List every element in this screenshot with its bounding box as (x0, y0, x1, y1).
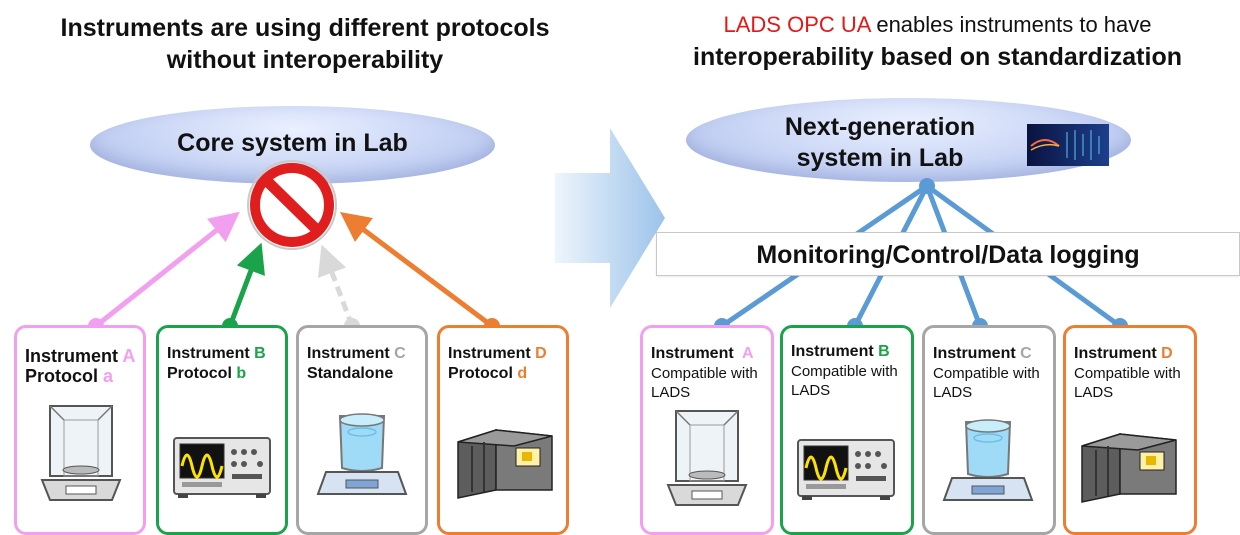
oscilloscope-icon (797, 439, 895, 500)
left-card-a-title: Instrument A (25, 346, 136, 366)
right-heading-line1: LADS OPC UA enables instruments to have (723, 12, 1152, 37)
benchtop-analyzer-icon (1081, 432, 1177, 503)
prohibited-icon (247, 160, 337, 250)
right-card-d-title: Instrument D (1074, 345, 1173, 362)
arrow-instrument-d (340, 212, 500, 334)
next-gen-line2: system in Lab (796, 144, 964, 172)
monitoring-control-banner: Monitoring/Control/Data logging (656, 232, 1240, 276)
right-card-c-title: Instrument C (933, 345, 1032, 362)
ai-circuit-thumbnail-icon (1027, 124, 1109, 166)
right-card-instrument-b: Instrument B Compatible with LADS (780, 325, 914, 535)
left-card-c-protocol: Standalone (307, 365, 394, 382)
left-card-c-title: Instrument C (307, 345, 406, 362)
right-card-b-title: Instrument B (791, 343, 890, 360)
arrow-instrument-c (317, 244, 360, 334)
right-heading: LADS OPC UA enables instruments to have … (635, 10, 1240, 74)
right-card-a-compat: Compatible with LADS (651, 365, 758, 401)
big-right-arrow-icon (555, 128, 665, 308)
arrow-instrument-a (88, 211, 240, 334)
right-card-a-title: Instrument A (651, 345, 754, 362)
magnetic-stirrer-beaker-icon (942, 419, 1034, 501)
left-card-b-protocol: Protocol b (167, 365, 247, 382)
left-card-a-protocol: Protocol a (25, 366, 114, 386)
left-card-b-title: Instrument B (167, 345, 266, 362)
right-card-b-compat: Compatible with LADS (791, 363, 898, 399)
right-card-c-compat: Compatible with LADS (933, 365, 1040, 401)
left-card-instrument-b: Instrument B Protocol b (156, 325, 288, 535)
magnetic-stirrer-beaker-icon (316, 413, 408, 495)
core-system-label: Core system in Lab (177, 129, 408, 157)
left-heading: Instruments are using different protocol… (0, 12, 610, 76)
next-gen-line1: Next-generation (784, 113, 976, 141)
oscilloscope-icon (173, 437, 271, 498)
left-card-d-title: Instrument D (448, 345, 547, 362)
right-card-d-compat: Compatible with LADS (1074, 365, 1181, 401)
hub-node (919, 178, 935, 194)
left-heading-line1: Instruments are using different protocol… (60, 14, 550, 42)
analytical-balance-icon (40, 405, 122, 501)
next-gen-system-label: Next-generation system in Lab (730, 112, 1030, 174)
arrow-instrument-b (222, 242, 265, 334)
left-card-d-protocol: Protocol d (448, 365, 528, 382)
right-heading-line2: interoperability based on standardizatio… (693, 43, 1182, 71)
left-heading-line2: without interoperability (166, 46, 444, 74)
left-arrows (88, 160, 500, 334)
benchtop-analyzer-icon (457, 428, 553, 499)
analytical-balance-icon (666, 410, 748, 506)
